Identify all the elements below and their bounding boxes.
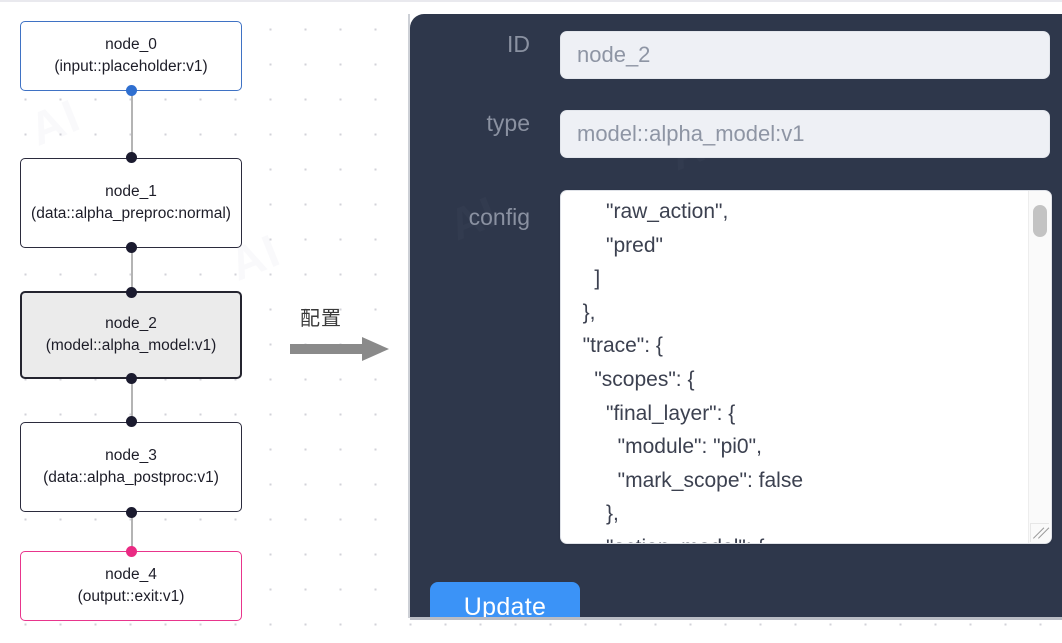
watermark: AI (22, 88, 88, 156)
config-textarea-value: "raw_action", "pred" ] }, "trace": { "sc… (582, 200, 803, 543)
id-input[interactable]: node_2 (560, 31, 1050, 79)
config-textarea[interactable]: "raw_action", "pred" ] }, "trace": { "sc… (560, 190, 1052, 544)
panel-left-edge (408, 14, 410, 618)
graph-node-node_4[interactable]: node_4 (output::exit:v1) (20, 551, 242, 621)
node3-output-handle[interactable] (125, 506, 137, 518)
node-subtitle: (output::exit:v1) (77, 588, 185, 605)
node-title: node_3 (105, 447, 157, 464)
canvas-top-divider (0, 0, 1062, 2)
edge-node0-node1 (131, 89, 133, 159)
update-button[interactable]: Update (430, 582, 580, 618)
annotation-arrow-icon (290, 337, 389, 361)
node2-output-handle[interactable] (125, 372, 137, 384)
node-subtitle: (model::alpha_model:v1) (45, 337, 217, 354)
panel-bottom-edge (410, 617, 1062, 620)
node-inspector-panel: AI AI AI ID node_2 type model::alpha_mod… (410, 14, 1062, 618)
node-title: node_1 (105, 183, 157, 200)
graph-node-node_3[interactable]: node_3 (data::alpha_postproc:v1) (20, 422, 242, 512)
id-field-row: ID node_2 (430, 31, 1050, 79)
graph-node-node_2[interactable]: node_2 (model::alpha_model:v1) (20, 291, 242, 379)
annotation-label: 配置 (300, 306, 342, 330)
node3-input-handle[interactable] (125, 415, 137, 427)
node4-input-handle[interactable] (125, 545, 137, 557)
config-scrollbar[interactable] (1028, 191, 1051, 543)
node-title: node_4 (105, 566, 157, 583)
config-field-label: config (468, 204, 530, 230)
id-field-label: ID (507, 31, 530, 57)
node1-input-handle[interactable] (125, 151, 137, 163)
type-input-value: model::alpha_model:v1 (577, 121, 805, 146)
node-subtitle: (data::alpha_preproc:normal) (31, 205, 231, 222)
config-resize-handle[interactable] (1030, 523, 1049, 542)
node-title: node_2 (105, 315, 157, 332)
type-field-row: type model::alpha_model:v1 (430, 110, 1050, 158)
edge-node3-node4 (131, 511, 133, 551)
type-input[interactable]: model::alpha_model:v1 (560, 110, 1050, 158)
graph-node-node_1[interactable]: node_1 (data::alpha_preproc:normal) (20, 158, 242, 248)
node0-output-handle[interactable] (125, 84, 137, 96)
node-subtitle: (input::placeholder:v1) (54, 58, 208, 75)
node-subtitle: (data::alpha_postproc:v1) (43, 469, 219, 486)
id-input-value: node_2 (577, 42, 651, 67)
node2-input-handle[interactable] (125, 286, 137, 298)
type-field-label: type (486, 110, 530, 136)
config-field-row: config "raw_action", "pred" ] }, "trace"… (430, 190, 1052, 544)
graph-node-node_0[interactable]: node_0 (input::placeholder:v1) (20, 21, 242, 91)
edge-node2-node3 (131, 376, 133, 420)
edge-node1-node2 (131, 245, 133, 293)
node1-output-handle[interactable] (125, 241, 137, 253)
node-title: node_0 (105, 36, 157, 53)
config-scrollbar-thumb[interactable] (1033, 205, 1047, 237)
